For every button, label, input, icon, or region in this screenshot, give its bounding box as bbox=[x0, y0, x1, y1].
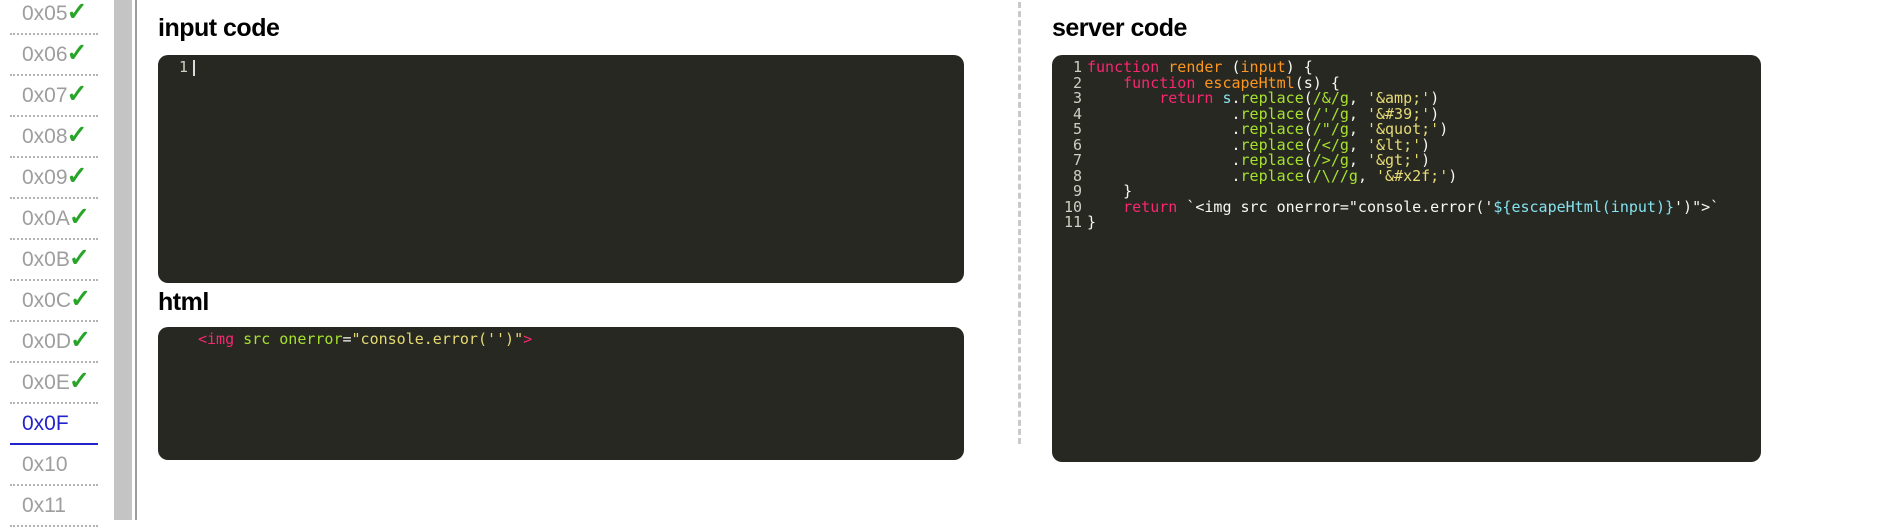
code-line: 2 function escapeHtml(s) { bbox=[1052, 73, 1761, 92]
level-item-0x09[interactable]: 0x09✓ bbox=[10, 158, 98, 199]
level-item-0x0A[interactable]: 0x0A✓ bbox=[10, 199, 98, 240]
html-heading: html bbox=[158, 288, 209, 316]
code-line: 11} bbox=[1052, 213, 1761, 231]
level-item-0x08[interactable]: 0x08✓ bbox=[10, 117, 98, 158]
code-text: .replace(/\//g, '&#x2f;') bbox=[1087, 166, 1458, 185]
level-label: 0x07 bbox=[22, 83, 68, 107]
level-label: 0x08 bbox=[22, 124, 68, 148]
code-line: 3 return s.replace(/&/g, '&amp;') bbox=[1052, 89, 1761, 107]
level-label: 0x06 bbox=[22, 42, 68, 66]
column-divider bbox=[1018, 2, 1021, 444]
line-number: 11 bbox=[1063, 213, 1082, 231]
level-sidebar: 0x05✓0x06✓0x07✓0x08✓0x09✓0x0A✓0x0B✓0x0C✓… bbox=[0, 0, 137, 527]
code-line: 7 .replace(/>/g, '&gt;') bbox=[1052, 151, 1761, 169]
line-number: 10 bbox=[1063, 197, 1082, 216]
line-number: 7 bbox=[1072, 151, 1082, 169]
code-text bbox=[193, 58, 195, 76]
code-text: function escapeHtml(s) { bbox=[1123, 73, 1340, 92]
level-label: 0x0B bbox=[22, 247, 70, 271]
level-list: 0x05✓0x06✓0x07✓0x08✓0x09✓0x0A✓0x0B✓0x0C✓… bbox=[10, 0, 98, 527]
level-item-0x11[interactable]: 0x11 bbox=[10, 486, 98, 527]
code-text: .replace(/>/g, '&gt;') bbox=[1087, 151, 1431, 169]
level-complete-check-icon: ✓ bbox=[66, 0, 88, 26]
sidebar-scrollbar[interactable] bbox=[112, 0, 134, 520]
level-label: 0x0E bbox=[22, 370, 70, 394]
level-complete-check-icon: ✓ bbox=[68, 243, 90, 272]
sidebar-scrollbar-thumb[interactable] bbox=[114, 0, 132, 520]
code-text: return s.replace(/&/g, '&amp;') bbox=[1159, 89, 1440, 107]
level-label: 0x05 bbox=[22, 1, 68, 25]
level-item-0x10[interactable]: 0x10 bbox=[10, 445, 98, 486]
code-text: return `<img src onerror="console.error(… bbox=[1123, 197, 1720, 216]
level-complete-check-icon: ✓ bbox=[66, 120, 88, 149]
level-item-0x0D[interactable]: 0x0D✓ bbox=[10, 322, 98, 363]
level-item-0x0F[interactable]: 0x0F bbox=[10, 404, 98, 445]
level-complete-check-icon: ✓ bbox=[68, 366, 90, 395]
level-complete-check-icon: ✓ bbox=[66, 161, 88, 190]
line-number: 8 bbox=[1072, 166, 1082, 185]
html-output-viewer: <img src onerror="console.error('')"> bbox=[158, 327, 964, 460]
level-item-0x06[interactable]: 0x06✓ bbox=[10, 35, 98, 76]
level-item-0x07[interactable]: 0x07✓ bbox=[10, 76, 98, 117]
text-cursor bbox=[193, 60, 195, 76]
line-number: 2 bbox=[1072, 73, 1082, 92]
level-complete-check-icon: ✓ bbox=[66, 79, 88, 108]
line-number: 1 bbox=[178, 58, 188, 76]
line-number: 1 bbox=[1072, 58, 1082, 76]
level-item-0x0E[interactable]: 0x0E✓ bbox=[10, 363, 98, 404]
code-line: 5 .replace(/"/g, '&quot;') bbox=[1052, 120, 1761, 138]
level-complete-check-icon: ✓ bbox=[70, 284, 91, 313]
level-complete-check-icon: ✓ bbox=[68, 202, 90, 231]
level-label: 0x11 bbox=[22, 493, 66, 517]
level-label: 0x0F bbox=[22, 411, 69, 435]
code-line: 6 .replace(/</g, '&lt;') bbox=[1052, 135, 1761, 154]
level-label: 0x0C bbox=[22, 288, 72, 312]
level-label: 0x0D bbox=[22, 329, 72, 353]
level-item-0x0B[interactable]: 0x0B✓ bbox=[10, 240, 98, 281]
code-line: 10 return `<img src onerror="console.err… bbox=[1052, 197, 1761, 216]
code-text: } bbox=[1087, 213, 1097, 231]
code-text: function render (input) { bbox=[1087, 58, 1313, 76]
level-item-0x05[interactable]: 0x05✓ bbox=[10, 0, 98, 35]
server-code-heading: server code bbox=[1052, 14, 1187, 42]
code-line: 9 } bbox=[1052, 182, 1761, 200]
level-label: 0x10 bbox=[22, 452, 68, 476]
code-text: <img src onerror="console.error('')"> bbox=[198, 330, 533, 348]
input-code-heading: input code bbox=[158, 14, 280, 42]
code-line: <img src onerror="console.error('')"> bbox=[158, 330, 964, 348]
level-item-0x0C[interactable]: 0x0C✓ bbox=[10, 281, 98, 322]
code-line: 1 function render (input) { bbox=[1052, 58, 1761, 76]
code-line: 1 bbox=[158, 58, 964, 76]
code-text: .replace(/"/g, '&quot;') bbox=[1087, 120, 1449, 138]
line-number: 5 bbox=[1072, 120, 1082, 138]
code-text: } bbox=[1087, 182, 1133, 200]
line-number: 6 bbox=[1072, 135, 1082, 154]
line-number: 4 bbox=[1072, 104, 1082, 123]
code-text: .replace(/</g, '&lt;') bbox=[1087, 135, 1431, 154]
level-label: 0x09 bbox=[22, 165, 68, 189]
code-line: 8 .replace(/\//g, '&#x2f;') bbox=[1052, 166, 1761, 185]
level-complete-check-icon: ✓ bbox=[66, 38, 88, 67]
level-label: 0x0A bbox=[22, 206, 70, 230]
line-number: 9 bbox=[1072, 182, 1082, 200]
line-number: 3 bbox=[1072, 89, 1082, 107]
code-text: .replace(/'/g, '&#39;') bbox=[1087, 104, 1440, 123]
code-line: 4 .replace(/'/g, '&#39;') bbox=[1052, 104, 1761, 123]
level-complete-check-icon: ✓ bbox=[70, 325, 91, 354]
input-code-editor[interactable]: 1 bbox=[158, 55, 964, 283]
